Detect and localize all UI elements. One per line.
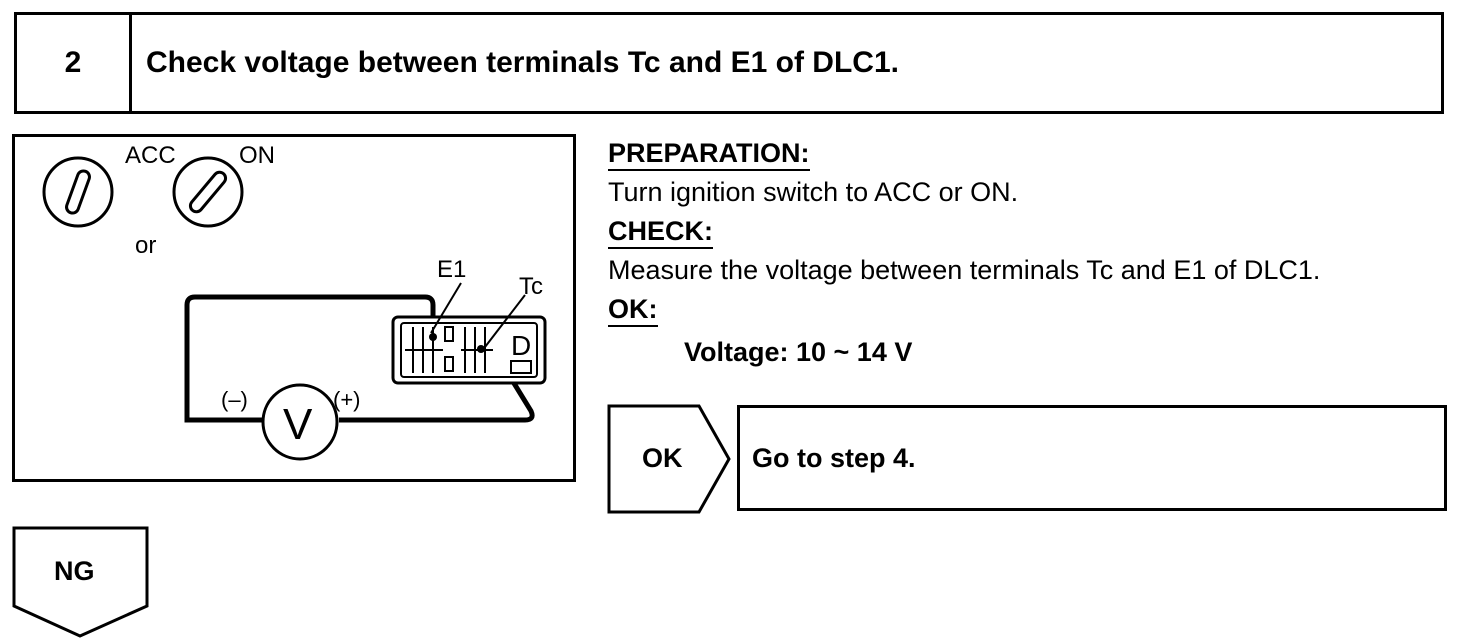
wire-e1	[184, 294, 436, 423]
e1-label: E1	[437, 256, 466, 283]
or-label: or	[135, 232, 156, 259]
ignition-key-acc-icon	[42, 156, 114, 228]
step-number: 2	[17, 15, 132, 111]
on-label: ON	[239, 142, 275, 169]
instructions: PREPARATION: Turn ignition switch to ACC…	[608, 134, 1458, 372]
tc-label: Tc	[519, 273, 543, 300]
ok-arrow-tag	[607, 404, 731, 514]
connector-letter: D	[511, 330, 531, 361]
plus-label: (+)	[333, 387, 361, 412]
ok-spec: Voltage: 10 ~ 14 V	[684, 337, 913, 367]
check-text: Measure the voltage between terminals Tc…	[608, 255, 1321, 285]
step-title: Check voltage between terminals Tc and E…	[146, 46, 899, 79]
tc-leader-line	[484, 294, 526, 348]
voltmeter-label: V	[283, 400, 313, 449]
e1-leader-line	[430, 282, 462, 334]
ignition-key-on-icon	[172, 156, 244, 228]
check-heading: CHECK:	[608, 215, 713, 249]
dlc1-connector-icon: D	[391, 315, 547, 385]
preparation-text: Turn ignition switch to ACC or ON.	[608, 177, 1019, 207]
ng-arrow-tag	[12, 526, 149, 638]
ok-action-text: Go to step 4.	[752, 442, 916, 473]
preparation-heading: PREPARATION:	[608, 137, 810, 171]
ok-tag-label: OK	[642, 443, 683, 473]
wiring-diagram: ACC ON or D E1 Tc	[42, 142, 547, 461]
ok-action-box: Go to step 4.	[737, 405, 1447, 511]
acc-label: ACC	[125, 142, 176, 169]
minus-label: (–)	[221, 387, 248, 412]
ng-tag-label: NG	[54, 556, 95, 586]
wire-tc	[339, 347, 535, 423]
ok-heading: OK:	[608, 293, 658, 327]
step-header: 2 Check voltage between terminals Tc and…	[14, 12, 1444, 114]
wiring-illustration: ACC ON or D E1 Tc	[12, 134, 576, 482]
voltmeter-icon: V	[261, 383, 339, 461]
